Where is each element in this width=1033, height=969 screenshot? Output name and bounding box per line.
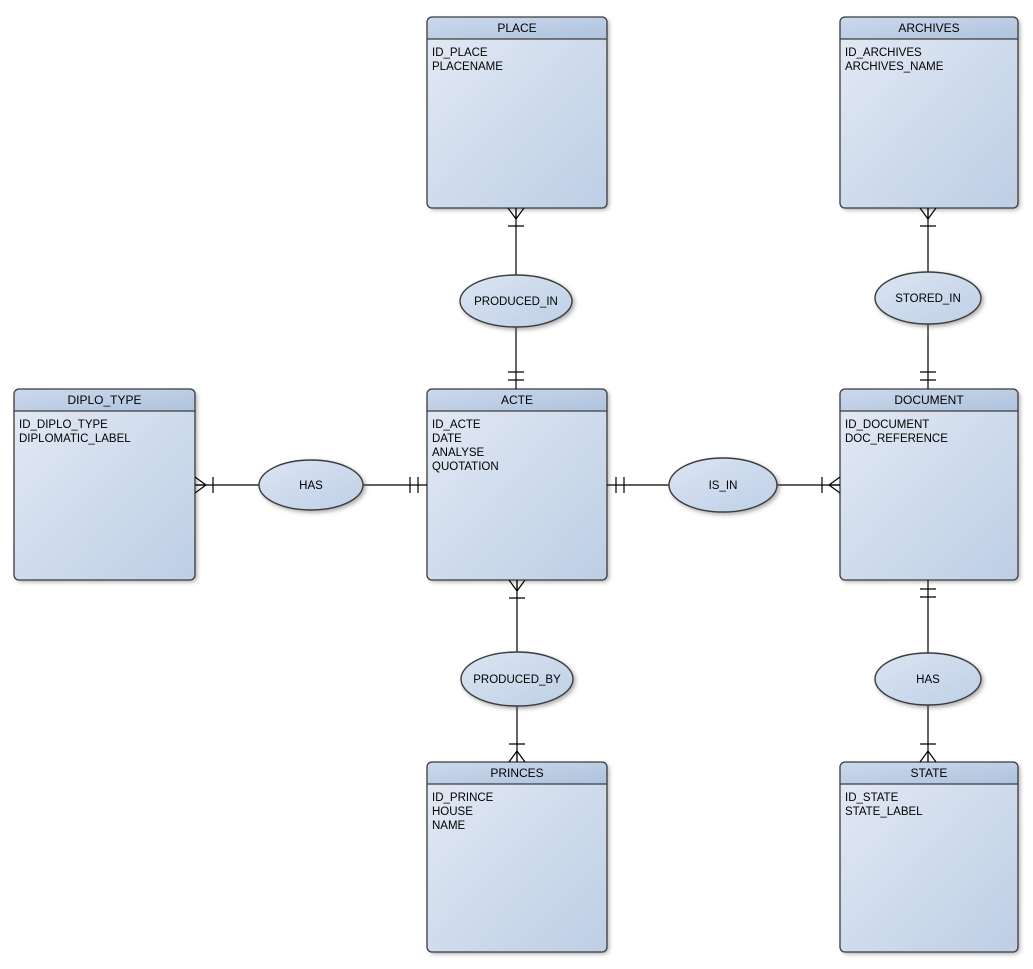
relationship-has_diplo[interactable]: HAS xyxy=(258,459,364,511)
relationship-label: HAS xyxy=(299,480,323,492)
entity-body xyxy=(427,389,607,580)
relationship-stored_in[interactable]: STORED_IN xyxy=(874,271,982,325)
entity-princes[interactable]: PRINCES ID_PRINCE HOUSE NAME xyxy=(426,761,608,953)
cardinality-crowfoot-tick-icon xyxy=(508,579,526,599)
entity-attribute: NAME xyxy=(432,820,466,832)
cardinality-crowfoot-tick-icon xyxy=(919,743,937,763)
entity-outline xyxy=(839,761,1019,953)
entity-attribute: STATE_LABEL xyxy=(845,806,923,818)
entity-body xyxy=(427,17,607,208)
entity-title: PRINCES xyxy=(490,766,543,780)
relationship-label: PRODUCED_IN xyxy=(474,296,558,308)
entity-attribute: ID_PRINCE xyxy=(432,792,494,804)
entity-attribute: ID_ACTE xyxy=(432,419,481,431)
cardinality-double-tick-icon xyxy=(615,477,625,493)
entity-header xyxy=(14,389,195,411)
entity-title: STATE xyxy=(911,766,948,780)
entity-header xyxy=(427,17,607,39)
cardinality-crowfoot-tick-icon xyxy=(919,207,937,227)
entity-outline xyxy=(426,16,608,209)
entity-diplo_type[interactable]: DIPLO_TYPE ID_DIPLO_TYPE DIPLOMATIC_LABEL xyxy=(13,388,196,581)
entity-header xyxy=(840,389,1018,411)
entity-acte[interactable]: ACTE ID_ACTE DATE ANALYSE QUOTATION xyxy=(426,388,608,581)
entity-body xyxy=(427,762,607,952)
entity-attribute: HOUSE xyxy=(432,806,473,818)
cardinality-crowfoot-tick-icon xyxy=(507,207,525,227)
relationship-label: HAS xyxy=(916,674,940,686)
entity-body xyxy=(840,389,1018,580)
entity-attribute: ID_STATE xyxy=(845,792,899,804)
cardinality-double-tick-icon xyxy=(920,588,936,598)
relationship-produced_by[interactable]: PRODUCED_BY xyxy=(460,651,574,707)
entity-header xyxy=(427,762,607,784)
entity-body xyxy=(14,389,195,580)
entity-place[interactable]: PLACE ID_PLACE PLACENAME xyxy=(426,16,608,209)
relationship-label: STORED_IN xyxy=(895,293,961,305)
cardinality-double-tick-icon xyxy=(920,371,936,381)
entity-attribute: DIPLOMATIC_LABEL xyxy=(19,433,131,445)
entity-attribute: ID_ARCHIVES xyxy=(845,47,922,59)
relationship-label: IS_IN xyxy=(709,480,738,492)
entity-attribute: ID_DIPLO_TYPE xyxy=(19,419,108,431)
entity-attribute: PLACENAME xyxy=(432,61,503,73)
relationship-has_state[interactable]: HAS xyxy=(874,652,982,706)
relationship-ellipse xyxy=(874,652,982,706)
cardinality-double-tick-icon xyxy=(409,477,419,493)
relationship-ellipse xyxy=(874,271,982,325)
entity-header xyxy=(427,389,607,411)
entity-attribute: ANALYSE xyxy=(432,447,485,459)
relationship-produced_in[interactable]: PRODUCED_IN xyxy=(459,274,573,328)
entity-state[interactable]: STATE ID_STATE STATE_LABEL xyxy=(839,761,1019,953)
relationship-label: PRODUCED_BY xyxy=(473,674,561,686)
relationship-is_in[interactable]: IS_IN xyxy=(668,457,778,513)
entity-title: ACTE xyxy=(501,393,533,407)
entity-title: ARCHIVES xyxy=(898,21,959,35)
entity-attribute: ID_PLACE xyxy=(432,47,488,59)
entity-attribute: ARCHIVES_NAME xyxy=(845,61,944,73)
entity-document[interactable]: DOCUMENT ID_DOCUMENT DOC_REFERENCE xyxy=(839,388,1019,581)
cardinality-crowfoot-tick-icon xyxy=(508,743,526,763)
entity-body xyxy=(840,762,1018,952)
entity-title: DOCUMENT xyxy=(894,393,964,407)
entity-title: PLACE xyxy=(497,21,536,35)
entity-attribute: DOC_REFERENCE xyxy=(845,433,948,445)
cardinality-crowfoot-tick-icon xyxy=(194,476,214,494)
relationship-ellipse xyxy=(460,651,574,707)
entity-header xyxy=(840,762,1018,784)
entity-archives[interactable]: ARCHIVES ID_ARCHIVES ARCHIVES_NAME xyxy=(839,16,1019,209)
entity-attribute: ID_DOCUMENT xyxy=(845,419,929,431)
cardinality-double-tick-icon xyxy=(508,371,524,381)
entity-attribute: QUOTATION xyxy=(432,461,499,473)
entity-title: DIPLO_TYPE xyxy=(67,393,141,407)
entity-outline xyxy=(839,16,1019,209)
entity-attribute: DATE xyxy=(432,433,462,445)
entity-header xyxy=(840,17,1018,39)
relationship-ellipse xyxy=(459,274,573,328)
relationship-ellipse xyxy=(258,459,364,511)
entity-body xyxy=(840,17,1018,208)
cardinality-crowfoot-tick-icon xyxy=(821,476,841,494)
relationship-ellipse xyxy=(668,457,778,513)
